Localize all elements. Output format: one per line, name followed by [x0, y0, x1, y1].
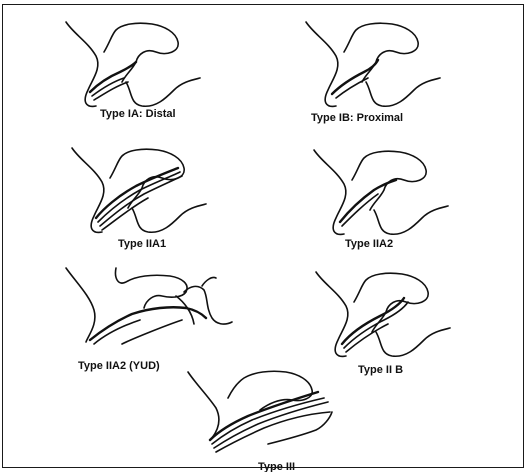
diagram-type-iia2-yud	[66, 268, 232, 344]
diagram-type-iii	[188, 371, 332, 452]
label-type-ib: Type IB: Proximal	[311, 112, 403, 124]
label-type-iia2-yud: Type IIA2 (YUD)	[78, 360, 160, 372]
diagram-type-iib	[316, 272, 450, 356]
diagram-type-iia1	[72, 148, 206, 232]
label-type-iia2: Type IIA2	[345, 238, 393, 250]
diagram-type-ia	[66, 22, 200, 106]
diagram-type-iia2	[314, 150, 448, 234]
label-type-iib: Type II B	[358, 364, 403, 376]
label-type-iia1: Type IIA1	[118, 238, 166, 250]
label-type-ia: Type IA: Distal	[100, 108, 176, 120]
diagram-type-ib	[306, 22, 440, 106]
label-type-iii: Type III	[258, 461, 295, 472]
